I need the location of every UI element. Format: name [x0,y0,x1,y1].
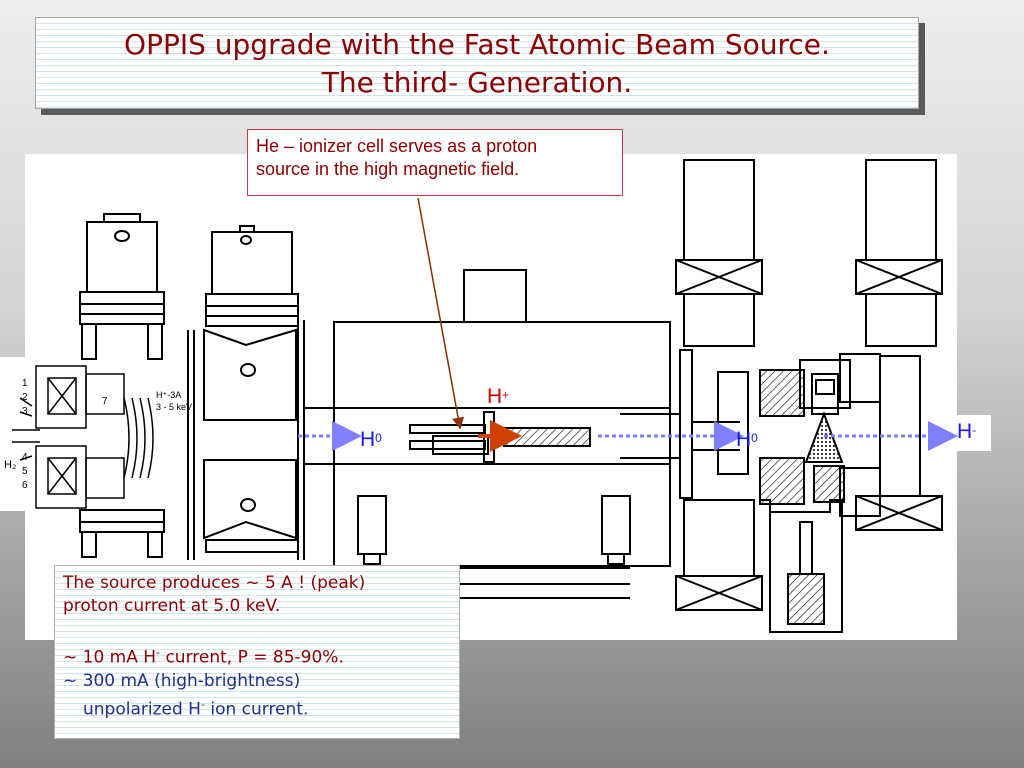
ionizer-chamber [304,269,680,567]
inset-beam-note-1: H⁺-3A [156,390,181,400]
title-box: OPPIS upgrade with the Fast Atomic Beam … [35,17,919,109]
inset-number-6: 6 [22,480,28,491]
inset-gas-label: H₂ [4,459,16,471]
slide-title-line1: OPPIS upgrade with the Fast Atomic Beam … [124,28,830,61]
label-h0-right-sup: 0 [751,431,758,445]
label-hminus-sup: - [972,423,977,437]
inset-number-5: 5 [22,466,28,477]
info-line3-sup: - [156,646,161,659]
label-hminus-base: H [957,420,973,443]
inset-panel [0,357,190,511]
label-h0-right-base: H [736,428,752,451]
label-hminus: H- [957,420,976,444]
label-hplus-base: H [487,385,503,408]
callout-line2: source in the high magnetic field. [256,159,520,179]
info-line3: ~ 10 mA H- current, P = 85-90%. [63,641,451,670]
info-box: The source produces ~ 5 A ! (peak) proto… [54,565,460,739]
inset-number-2: 2 [22,392,28,403]
ionizer-callout: He – ionizer cell serves as a proton sou… [247,129,623,196]
info-line2: proton current at 5.0 keV. [63,596,281,616]
info-line1: The source produces ~ 5 A ! (peak) [63,573,366,593]
inset-beam-note-2: 3 - 5 keV [156,402,192,412]
source-magnet-left [79,213,165,558]
info-line5-sup: - [200,697,205,711]
solenoid-left [675,159,763,611]
inset-number-1: 1 [22,378,28,389]
info-line4: ~ 300 mA (high-brightness) [63,670,301,691]
info-line3-post: current, P = 85-90%. [160,647,344,668]
label-hplus: H+ [487,385,509,409]
info-line5-post: ion current. [204,699,309,720]
source-magnet-right [203,225,299,553]
info-spacer [63,618,451,641]
label-h0-left: H0 [360,428,382,452]
inset-number-7: 7 [102,396,108,407]
info-line5: unpolarized H- ion current. [63,693,451,722]
inset-atomic-beam-source [12,365,154,509]
solenoid-right [855,159,943,531]
info-line3-pre: ~ 10 mA H [63,647,157,668]
inset-number-4: 4 [22,452,28,463]
sona-transition-assembly [679,349,921,633]
callout-pointer [417,197,465,430]
inset-number-3: 3 [22,406,28,417]
slide-title-line2: The third- Generation. [321,66,633,99]
label-hplus-sup: + [502,388,510,402]
label-h0-right: H0 [736,428,758,452]
info-line5-pre: unpolarized H [83,699,201,720]
label-h0-left-base: H [360,428,376,451]
label-h0-left-sup: 0 [375,431,382,445]
callout-line1: He – ionizer cell serves as a proton [256,136,538,156]
